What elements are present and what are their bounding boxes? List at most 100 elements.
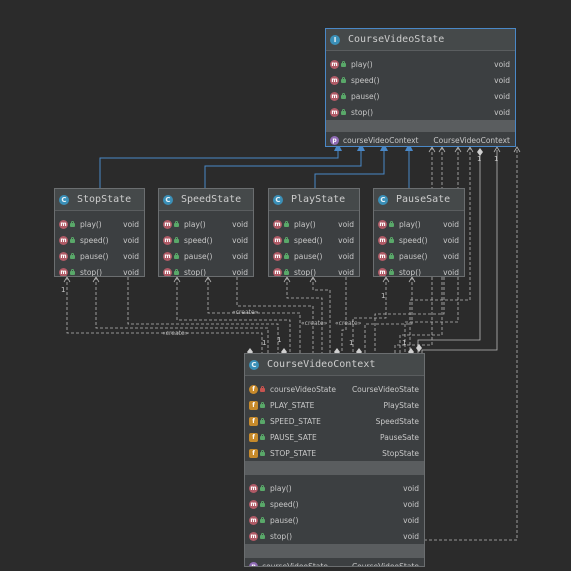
method-icon: m xyxy=(59,267,68,276)
multiplicity-label: 1 xyxy=(349,339,354,347)
public-icon xyxy=(260,501,265,507)
multiplicity-label: 1 xyxy=(402,339,407,347)
class-name: PauseSate xyxy=(396,194,451,205)
class-header: C SpeedState xyxy=(159,189,253,211)
public-icon xyxy=(260,533,265,539)
method-icon: m xyxy=(330,75,339,85)
arrow-tips xyxy=(63,146,521,283)
public-icon xyxy=(341,109,346,115)
public-icon xyxy=(174,221,179,227)
public-icon xyxy=(70,237,75,243)
section-divider xyxy=(326,120,515,132)
class-header: C CourseVideoContext xyxy=(245,354,424,376)
class-icon: C xyxy=(163,194,173,205)
method-icon: m xyxy=(330,107,339,117)
method-icon: m xyxy=(273,251,282,261)
static-field-icon: f xyxy=(249,432,258,442)
public-icon xyxy=(174,237,179,243)
public-icon xyxy=(260,517,265,523)
class-icon: C xyxy=(249,359,259,370)
public-icon xyxy=(70,253,75,259)
class-name: CourseVideoState xyxy=(348,34,445,45)
method-icon: m xyxy=(163,235,172,245)
static-field-icon: f xyxy=(249,400,258,410)
method-icon: m xyxy=(378,219,387,229)
public-icon xyxy=(389,253,394,259)
static-field-icon: f xyxy=(249,448,258,458)
edge-playstate-realizes xyxy=(314,143,388,188)
method-icon: m xyxy=(249,515,258,525)
private-icon xyxy=(260,386,265,392)
public-icon xyxy=(284,221,289,227)
class-header: I CourseVideoState xyxy=(326,29,515,51)
public-icon xyxy=(284,237,289,243)
edge-label-create: «create» xyxy=(335,320,362,327)
public-icon xyxy=(260,418,265,424)
class-header: C PlayState xyxy=(269,189,359,211)
method-icon: m xyxy=(378,267,387,276)
public-icon xyxy=(341,61,346,67)
section-divider xyxy=(245,461,424,475)
static-field-icon: f xyxy=(249,416,258,426)
multiplicity-label: 1 xyxy=(61,286,66,294)
multiplicity-label: 1 xyxy=(381,292,386,300)
class-header: C StopState xyxy=(55,189,144,211)
method-icon: m xyxy=(330,59,339,69)
public-icon xyxy=(260,402,265,408)
property-icon: p xyxy=(330,135,339,145)
method-icon: m xyxy=(273,267,282,276)
method-icon: m xyxy=(163,219,172,229)
multiplicity-label: 1 xyxy=(477,155,482,163)
class-icon: C xyxy=(59,194,69,205)
public-icon xyxy=(174,269,179,275)
method-icon: m xyxy=(59,235,68,245)
method-icon: m xyxy=(273,235,282,245)
method-icon: m xyxy=(59,219,68,229)
method-icon: m xyxy=(378,235,387,245)
class-icon: C xyxy=(273,194,283,205)
public-icon xyxy=(341,93,346,99)
section-divider xyxy=(245,544,424,558)
multiplicity-label: 1 xyxy=(494,155,499,163)
method-icon: m xyxy=(378,251,387,261)
public-icon xyxy=(70,221,75,227)
class-icon: C xyxy=(378,194,388,205)
